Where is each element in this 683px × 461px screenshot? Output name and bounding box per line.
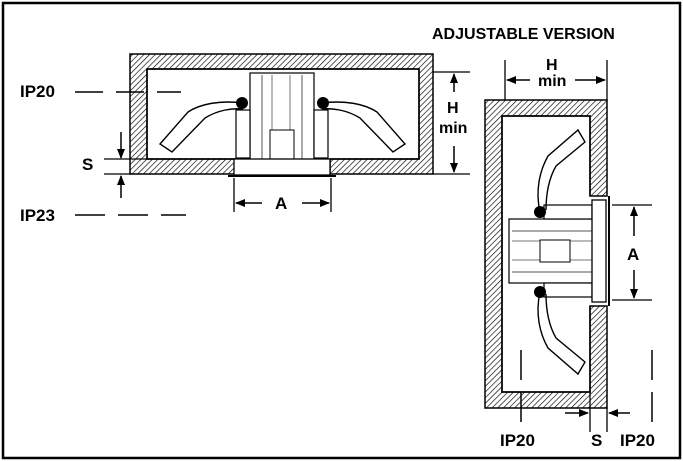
horizontal-pivot-left xyxy=(236,97,248,109)
horizontal-mounting-view xyxy=(129,53,434,177)
vh-dimension-min-label: min xyxy=(538,73,566,90)
ip20-bottom-right-label: IP20 xyxy=(620,431,655,450)
ip23-label: IP23 xyxy=(20,206,55,225)
vertical-spring-top xyxy=(537,128,586,213)
vertical-housing-inner xyxy=(501,115,591,393)
vertical-lamp-body xyxy=(508,196,610,306)
s-dimension-label-left: S xyxy=(82,155,93,174)
s-dimension-label-right: S xyxy=(591,431,602,450)
diagram-title: ADJUSTABLE VERSION xyxy=(432,26,615,43)
vertical-pivot-top xyxy=(534,206,546,218)
h-dimension-min-label: min xyxy=(439,120,467,137)
vh-dimension-label: H xyxy=(546,57,558,74)
vertical-spring-bottom xyxy=(537,291,586,376)
horizontal-spring-right xyxy=(321,101,407,153)
horizontal-pivot-right xyxy=(317,97,329,109)
horizontal-lamp-body xyxy=(228,72,336,177)
ip20-top-label: IP20 xyxy=(20,82,55,101)
vertical-mounting-view xyxy=(484,99,610,409)
vertical-pivot-bottom xyxy=(534,286,546,298)
ip20-bottom-left-label: IP20 xyxy=(500,431,535,450)
horizontal-spring-left xyxy=(158,101,244,153)
va-dimension-label: A xyxy=(627,245,639,264)
h-dimension-label: H xyxy=(447,100,459,117)
a-dimension-label: A xyxy=(275,194,287,213)
